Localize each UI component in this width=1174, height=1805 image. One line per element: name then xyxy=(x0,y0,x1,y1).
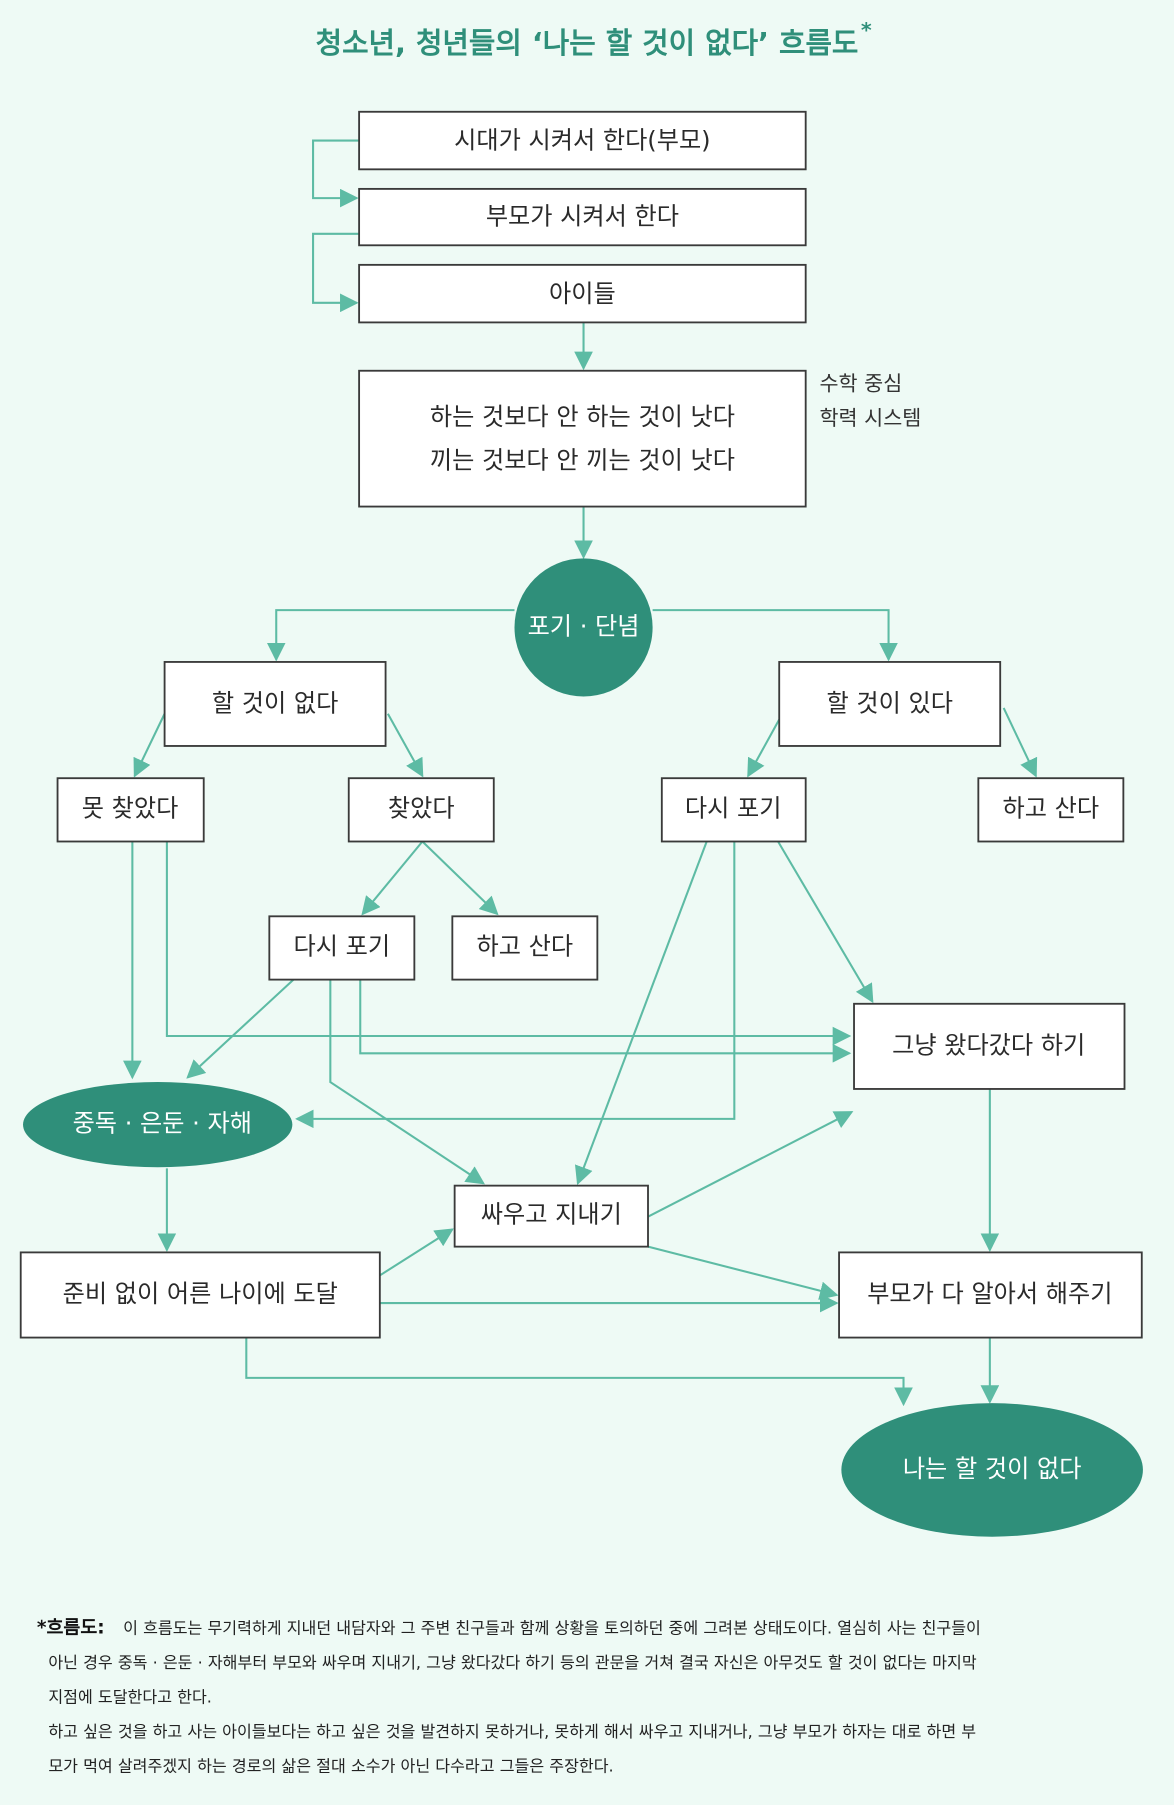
svg-text:하고 산다: 하고 산다 xyxy=(1003,794,1100,822)
svg-text:하고 싶은 것을 하고 사는 아이들보다는 하고 싶은 것을: 하고 싶은 것을 하고 사는 아이들보다는 하고 싶은 것을 발견하지 못하거나… xyxy=(48,1722,976,1741)
svg-text:부모가 시켜서 한다: 부모가 시켜서 한다 xyxy=(486,203,679,231)
svg-text:다시 포기: 다시 포기 xyxy=(294,932,391,960)
svg-text:이 흐름도는 무기력하게 지내던 내담자와 그 주변 친구들: 이 흐름도는 무기력하게 지내던 내담자와 그 주변 친구들과 함께 상황을 토… xyxy=(123,1618,981,1637)
footnote: *흐름도: 이 흐름도는 무기력하게 지내던 내담자와 그 주변 친구들과 함께… xyxy=(37,1617,981,1775)
svg-text:모가 먹여 살려주겠지 하는 경로의 삶은 절대 소수가 아: 모가 먹여 살려주겠지 하는 경로의 삶은 절대 소수가 아닌 다수라고 그들은… xyxy=(48,1756,613,1775)
svg-text:아이들: 아이들 xyxy=(549,280,616,308)
svg-text:나는 할 것이 없다: 나는 할 것이 없다 xyxy=(903,1455,1082,1483)
svg-text:못 찾았다: 못 찾았다 xyxy=(82,794,179,822)
svg-text:지점에 도달한다고 한다.: 지점에 도달한다고 한다. xyxy=(48,1687,212,1706)
node-parents-do: 부모가 다 알아서 해주기 xyxy=(838,1251,1143,1339)
footnote-label: *흐름도: xyxy=(37,1617,105,1638)
svg-text:준비 없이 어른 나이에 도달: 준비 없이 어른 나이에 도달 xyxy=(63,1280,338,1308)
node-children: 아이들 xyxy=(358,263,807,324)
node-giveup: 포기 · 단념 xyxy=(514,558,653,697)
node-adult: 준비 없이 어른 나이에 도달 xyxy=(19,1251,381,1339)
svg-text:아닌 경우 중독 · 은둔 · 자해부터 부모와 싸우며 지: 아닌 경우 중독 · 은둔 · 자해부터 부모와 싸우며 지내기, 그냥 왔다갔… xyxy=(48,1653,977,1672)
node-found: 찾았다 xyxy=(347,777,495,843)
svg-text:하고 산다: 하고 산다 xyxy=(477,932,574,960)
node-not-found: 못 찾았다 xyxy=(56,777,205,843)
node-live-doing-left: 하고 산다 xyxy=(451,915,599,981)
svg-text:하는 것보다 안 하는 것이 낫다: 하는 것보다 안 하는 것이 낫다 xyxy=(430,403,735,431)
node-addiction: 중독 · 은둔 · 자해 xyxy=(23,1082,293,1168)
svg-text:그냥 왔다갔다 하기: 그냥 왔다갔다 하기 xyxy=(892,1031,1085,1059)
svg-text:포기 · 단념: 포기 · 단념 xyxy=(528,612,640,640)
node-era: 시대가 시켜서 한다(부모) xyxy=(358,110,807,171)
svg-text:시대가 시켜서 한다(부모): 시대가 시켜서 한다(부모) xyxy=(454,127,710,155)
node-something: 할 것이 있다 xyxy=(778,661,1002,747)
side-note-math: 수학 중심 xyxy=(819,371,902,395)
node-wander: 그냥 왔다갔다 하기 xyxy=(853,1002,1126,1090)
svg-text:중독 · 은둔 · 자해: 중독 · 은둔 · 자해 xyxy=(73,1110,252,1138)
arrows xyxy=(123,139,1038,1407)
node-giveup-again-right: 다시 포기 xyxy=(660,777,807,843)
title-footnote-mark: * xyxy=(861,18,872,42)
node-fight: 싸우고 지내기 xyxy=(453,1184,649,1248)
node-better-not: 하는 것보다 안 하는 것이 낫다 끼는 것보다 안 끼는 것이 낫다 xyxy=(358,369,807,508)
node-parents: 부모가 시켜서 한다 xyxy=(358,187,807,247)
svg-text:할 것이 있다: 할 것이 있다 xyxy=(826,690,952,718)
svg-text:찾았다: 찾았다 xyxy=(388,794,455,822)
svg-text:다시 포기: 다시 포기 xyxy=(685,794,782,822)
svg-text:부모가 다 알아서 해주기: 부모가 다 알아서 해주기 xyxy=(867,1280,1112,1308)
svg-text:끼는 것보다 안 끼는 것이 낫다: 끼는 것보다 안 끼는 것이 낫다 xyxy=(430,447,735,475)
node-nothing: 할 것이 없다 xyxy=(163,661,387,747)
side-note-system: 학력 시스템 xyxy=(819,406,921,430)
node-live-doing-right: 하고 산다 xyxy=(977,777,1125,843)
diagram-title: 청소년, 청년들의 ‘나는 할 것이 없다’ 흐름도 xyxy=(316,26,859,60)
svg-text:할 것이 없다: 할 것이 없다 xyxy=(212,690,338,718)
node-final: 나는 할 것이 없다 xyxy=(841,1403,1143,1537)
node-giveup-again-left: 다시 포기 xyxy=(268,915,416,981)
svg-text:싸우고 지내기: 싸우고 지내기 xyxy=(481,1201,622,1229)
